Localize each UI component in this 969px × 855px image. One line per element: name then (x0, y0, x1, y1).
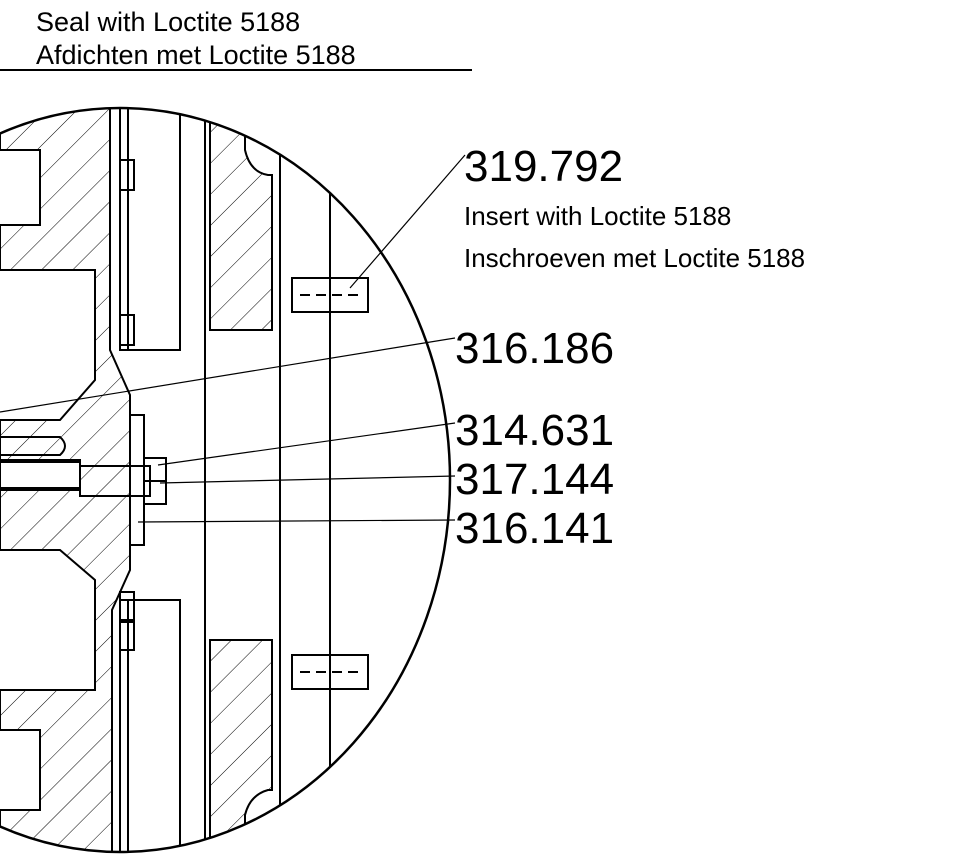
impeller-hub-section (0, 108, 131, 852)
casing-upper (209, 108, 273, 331)
stud-upper-319-792 (291, 277, 369, 313)
leader-lines (0, 154, 466, 523)
leader-314-631 (157, 422, 456, 466)
part-number-314-631: 314.631 (455, 406, 614, 455)
leader-319-792 (349, 154, 466, 289)
insert-note-nl: Inschroeven met Loctite 5188 (464, 243, 805, 273)
lower-plate (119, 599, 181, 852)
part-number-316-141: 316.141 (455, 504, 614, 553)
upper-plate (119, 108, 181, 351)
leader-316-141 (137, 519, 456, 523)
key-slot (0, 461, 81, 489)
shaft (0, 436, 66, 456)
part-number-319-792: 319.792 (464, 142, 623, 191)
section-detail (0, 108, 369, 852)
leader-317-144 (159, 475, 456, 484)
seal-note-nl: Afdichten met Loctite 5188 (36, 40, 356, 70)
detail-circle (0, 106, 452, 854)
part-number-317-144: 317.144 (455, 455, 614, 504)
casing-lower (209, 639, 273, 852)
part-number-316-186: 316.186 (455, 324, 614, 373)
seal-note-en: Seal with Loctite 5188 (36, 7, 300, 37)
washer-316-141 (129, 414, 145, 546)
stud-lower (291, 654, 369, 690)
leader-316-186 (0, 337, 456, 413)
insert-note-en: Insert with Loctite 5188 (464, 201, 731, 231)
